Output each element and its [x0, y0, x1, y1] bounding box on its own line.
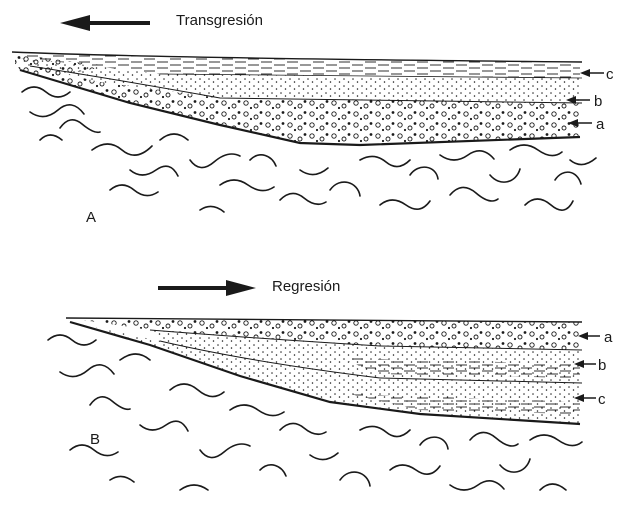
svg-text:b: b — [594, 93, 602, 110]
panel-a-label: A — [86, 209, 96, 226]
panel-b-layer-label-a: a — [578, 329, 613, 346]
svg-text:c: c — [606, 66, 614, 83]
panel-a: Transgresión — [12, 12, 614, 226]
panel-b: Regresión — [48, 278, 613, 490]
panel-a-layer-label-c: c — [580, 66, 614, 83]
svg-text:c: c — [598, 391, 606, 408]
svg-text:a: a — [596, 116, 605, 133]
svg-text:b: b — [598, 357, 606, 374]
panel-b-label: B — [90, 431, 100, 448]
arrow-right-icon — [158, 280, 256, 296]
panel-a-title: Transgresión — [176, 12, 263, 29]
panel-b-strata — [66, 318, 582, 424]
arrow-left-icon — [60, 15, 150, 31]
panel-b-title: Regresión — [272, 278, 340, 295]
svg-text:a: a — [604, 329, 613, 346]
panel-a-strata — [12, 52, 582, 145]
